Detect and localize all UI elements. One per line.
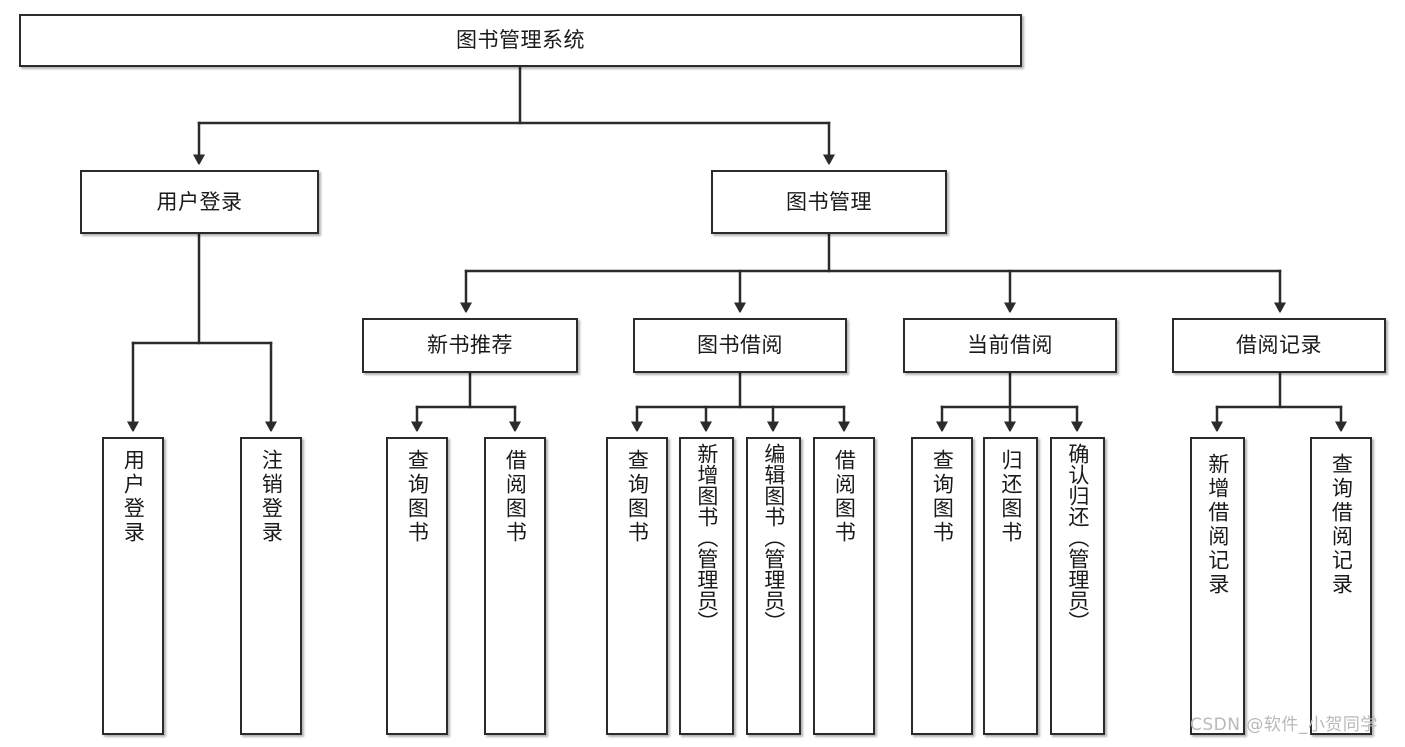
leaf-query-book-3[interactable]: 查询图书: [911, 437, 973, 735]
leaf-query-book-1[interactable]: 查询图书: [386, 437, 448, 735]
leaf-edit-book[interactable]: 编辑图书（管理员）: [746, 437, 801, 735]
node-book-manage-label: 图书管理: [786, 189, 872, 214]
leaf-confirm-return-label: 确认归还（管理员）: [1065, 443, 1090, 632]
node-new-book-rec-label: 新书推荐: [427, 333, 513, 358]
leaf-confirm-return[interactable]: 确认归还（管理员）: [1050, 437, 1105, 735]
node-root[interactable]: 图书管理系统: [19, 14, 1022, 67]
leaf-query-book-2-label: 查询图书: [625, 449, 650, 545]
leaf-logout[interactable]: 注销登录: [240, 437, 302, 735]
leaf-add-record-label: 新增借阅记录: [1205, 453, 1230, 597]
leaf-logout-label: 注销登录: [259, 449, 284, 545]
node-book-borrow-label: 图书借阅: [697, 333, 783, 358]
node-book-manage[interactable]: 图书管理: [711, 170, 947, 234]
node-user-login-label: 用户登录: [156, 189, 243, 214]
node-book-borrow[interactable]: 图书借阅: [633, 318, 847, 373]
leaf-borrow-book-2-label: 借阅图书: [832, 449, 857, 545]
leaf-add-book-label: 新增图书（管理员）: [694, 443, 719, 632]
leaf-edit-book-label: 编辑图书（管理员）: [761, 443, 786, 632]
leaf-query-book-1-label: 查询图书: [405, 449, 430, 545]
leaf-return-book-label: 归还图书: [998, 449, 1023, 545]
leaf-borrow-book-2[interactable]: 借阅图书: [813, 437, 875, 735]
leaf-borrow-book-1-label: 借阅图书: [503, 449, 528, 545]
leaf-query-book-3-label: 查询图书: [930, 449, 955, 545]
leaf-user-login[interactable]: 用户登录: [102, 437, 164, 735]
leaf-borrow-book-1[interactable]: 借阅图书: [484, 437, 546, 735]
node-root-label: 图书管理系统: [456, 28, 585, 53]
leaf-add-book[interactable]: 新增图书（管理员）: [679, 437, 734, 735]
leaf-user-login-label: 用户登录: [121, 449, 146, 545]
node-borrow-record[interactable]: 借阅记录: [1172, 318, 1386, 373]
leaf-query-book-2[interactable]: 查询图书: [606, 437, 668, 735]
node-new-book-rec[interactable]: 新书推荐: [362, 318, 578, 373]
leaf-query-record[interactable]: 查询借阅记录: [1310, 437, 1372, 735]
csdn-watermark: CSDN @软件_小贺同学: [1190, 715, 1378, 735]
node-current-borrow[interactable]: 当前借阅: [903, 318, 1117, 373]
leaf-add-record[interactable]: 新增借阅记录: [1190, 437, 1245, 735]
leaf-return-book[interactable]: 归还图书: [983, 437, 1038, 735]
node-current-borrow-label: 当前借阅: [967, 333, 1053, 358]
node-borrow-record-label: 借阅记录: [1236, 333, 1322, 358]
leaf-query-record-label: 查询借阅记录: [1329, 453, 1354, 597]
node-user-login[interactable]: 用户登录: [80, 170, 319, 234]
